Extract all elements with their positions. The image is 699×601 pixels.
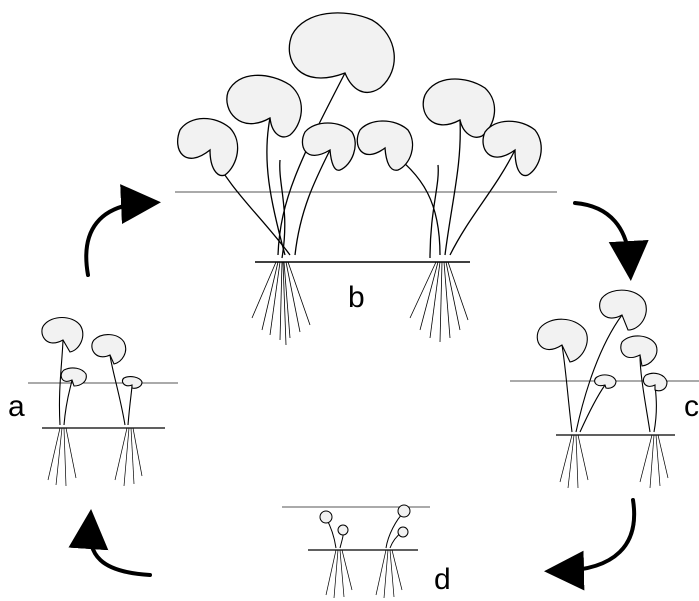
leaf-b7 (482, 120, 542, 177)
arrow-a-to-b-icon (84, 184, 161, 277)
stage-label-b: b (348, 281, 365, 314)
plant-stage-d (282, 504, 430, 599)
leaf-b2 (226, 74, 303, 138)
roots-a (47, 427, 143, 487)
leaf-b4 (301, 122, 356, 171)
plant-stage-a (28, 316, 178, 487)
arrow-c-to-d-icon (544, 498, 637, 591)
stage-label-a: a (8, 390, 25, 423)
plant-stage-c (510, 289, 699, 489)
leaf-b6 (422, 78, 496, 138)
arrow-b-to-c-icon (573, 201, 649, 281)
cycle-arrows (68, 184, 649, 591)
leaf-b3 (177, 117, 239, 177)
roots-c (559, 434, 669, 489)
leaf-b5 (356, 120, 414, 171)
stage-label-c: c (684, 390, 699, 423)
leaf-b1 (288, 12, 395, 93)
roots-b (251, 261, 469, 346)
plant-stage-b (175, 12, 557, 346)
arrow-d-to-a-icon (68, 509, 152, 577)
stage-label-d: d (434, 563, 451, 596)
roots-d (325, 549, 403, 599)
